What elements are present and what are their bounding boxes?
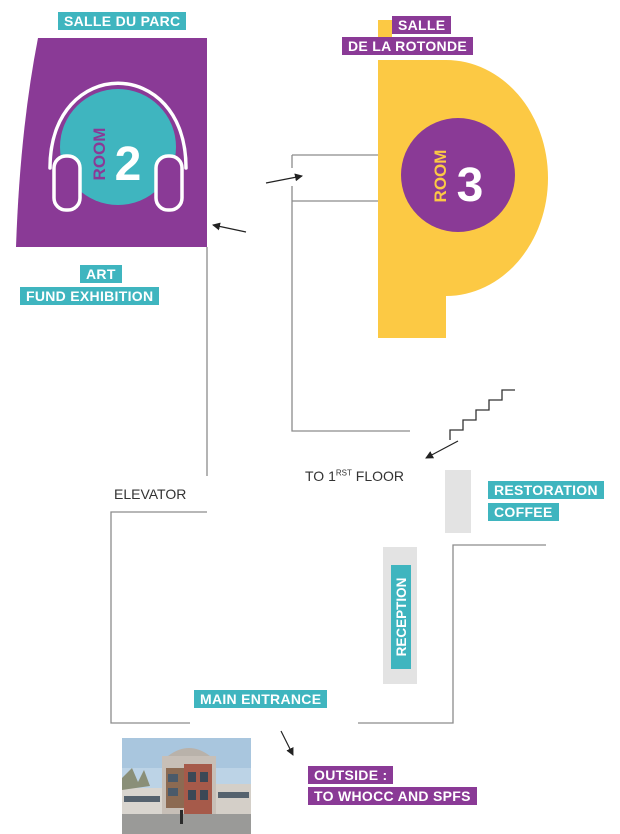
outside-line1: OUTSIDE : xyxy=(308,766,394,784)
room-2-exhibit-line2: FUND EXHIBITION xyxy=(20,287,160,305)
headphones-icon xyxy=(48,81,188,212)
arrow-icon xyxy=(425,440,459,459)
reception-label-text: RECEPTION xyxy=(394,578,409,657)
restoration-line2: COFFEE xyxy=(488,503,559,521)
room-3-word: ROOM xyxy=(431,150,450,203)
reception-tag xyxy=(391,565,411,669)
room-2-circle xyxy=(60,89,176,205)
arrow-icon xyxy=(265,173,303,184)
room-3-title-line1: SALLE xyxy=(392,16,452,34)
main-entrance-label: MAIN ENTRANCE xyxy=(194,690,328,708)
reception-text: RECEPTION xyxy=(394,578,409,657)
stairs-label-prefix: TO 1 xyxy=(305,468,336,484)
room-3-circle xyxy=(401,118,515,232)
arrow-icon xyxy=(212,222,247,233)
room-2-title: SALLE DU PARC xyxy=(58,12,187,30)
room-3-title-line2: DE LA ROTONDE xyxy=(342,37,474,55)
stairs-label-sup: RST xyxy=(335,468,352,478)
restoration-counter xyxy=(445,470,471,533)
room-2-number: 2 xyxy=(115,138,142,191)
outside-line2: TO WHOCC AND SPFS xyxy=(308,787,477,805)
stairs-icon xyxy=(449,389,515,440)
room-3-number: 3 xyxy=(457,159,484,212)
stairs-label: TO 1RST FLOOR xyxy=(305,468,404,484)
arrow-icon xyxy=(280,730,294,756)
room-2-word: ROOM xyxy=(90,128,109,181)
restoration-line1: RESTORATION xyxy=(488,481,604,499)
corridor-walls xyxy=(110,154,546,724)
building-photo xyxy=(122,738,251,834)
elevator-label: ELEVATOR xyxy=(114,486,187,502)
stairs-label-suffix: FLOOR xyxy=(351,468,404,484)
room-2-exhibit-line1: ART xyxy=(80,265,122,283)
